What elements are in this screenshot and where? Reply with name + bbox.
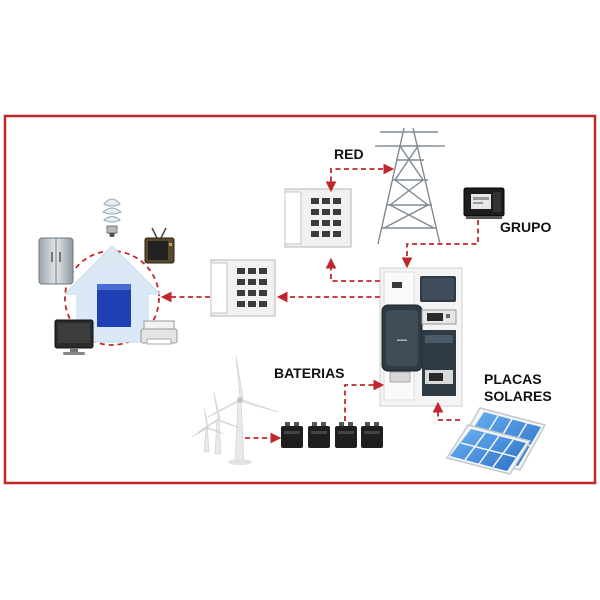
fridge-icon — [38, 237, 74, 285]
svg-text:▬▬: ▬▬ — [397, 337, 407, 343]
outer-frame — [3, 114, 597, 485]
house-group — [38, 198, 178, 355]
connector-grid-panel-to-tower — [325, 163, 395, 193]
generator-icon — [463, 187, 505, 219]
connector-solar-to-inverter — [432, 401, 460, 421]
breaker-panel-icon — [210, 259, 276, 317]
connector-generator-to-inverter — [401, 220, 479, 269]
connector-inverter-to-grid-panel — [325, 257, 380, 282]
connector-battery-to-inverter — [344, 379, 385, 421]
label-batteries: BATERIAS — [274, 365, 345, 381]
solar-panel-icon — [445, 424, 532, 475]
power-tower-icon — [375, 127, 445, 245]
tv-icon — [144, 227, 175, 264]
light-bulb-icon — [102, 198, 122, 237]
house-window — [97, 284, 131, 327]
battery-icon — [335, 422, 357, 448]
label-grid: RED — [334, 146, 364, 162]
wind-turbine-icon — [191, 407, 225, 453]
breaker-panel-grid-icon — [284, 188, 352, 248]
label-generator: GRUPO — [500, 219, 551, 235]
printer-icon — [140, 320, 178, 345]
appliance-ring — [64, 250, 160, 346]
label-solar-line1: PLACAS — [484, 371, 542, 387]
inverter-icon: ▬▬ — [379, 267, 463, 407]
monitor-icon — [54, 319, 94, 355]
label-solar-line2: SOLARES — [484, 388, 552, 404]
connector-lines — [160, 163, 479, 444]
wind-turbine-icon — [205, 355, 279, 465]
battery-icon — [308, 422, 330, 448]
battery-group — [281, 422, 383, 448]
house-icon — [63, 245, 162, 343]
battery-icon — [281, 422, 303, 448]
battery-icon — [361, 422, 383, 448]
